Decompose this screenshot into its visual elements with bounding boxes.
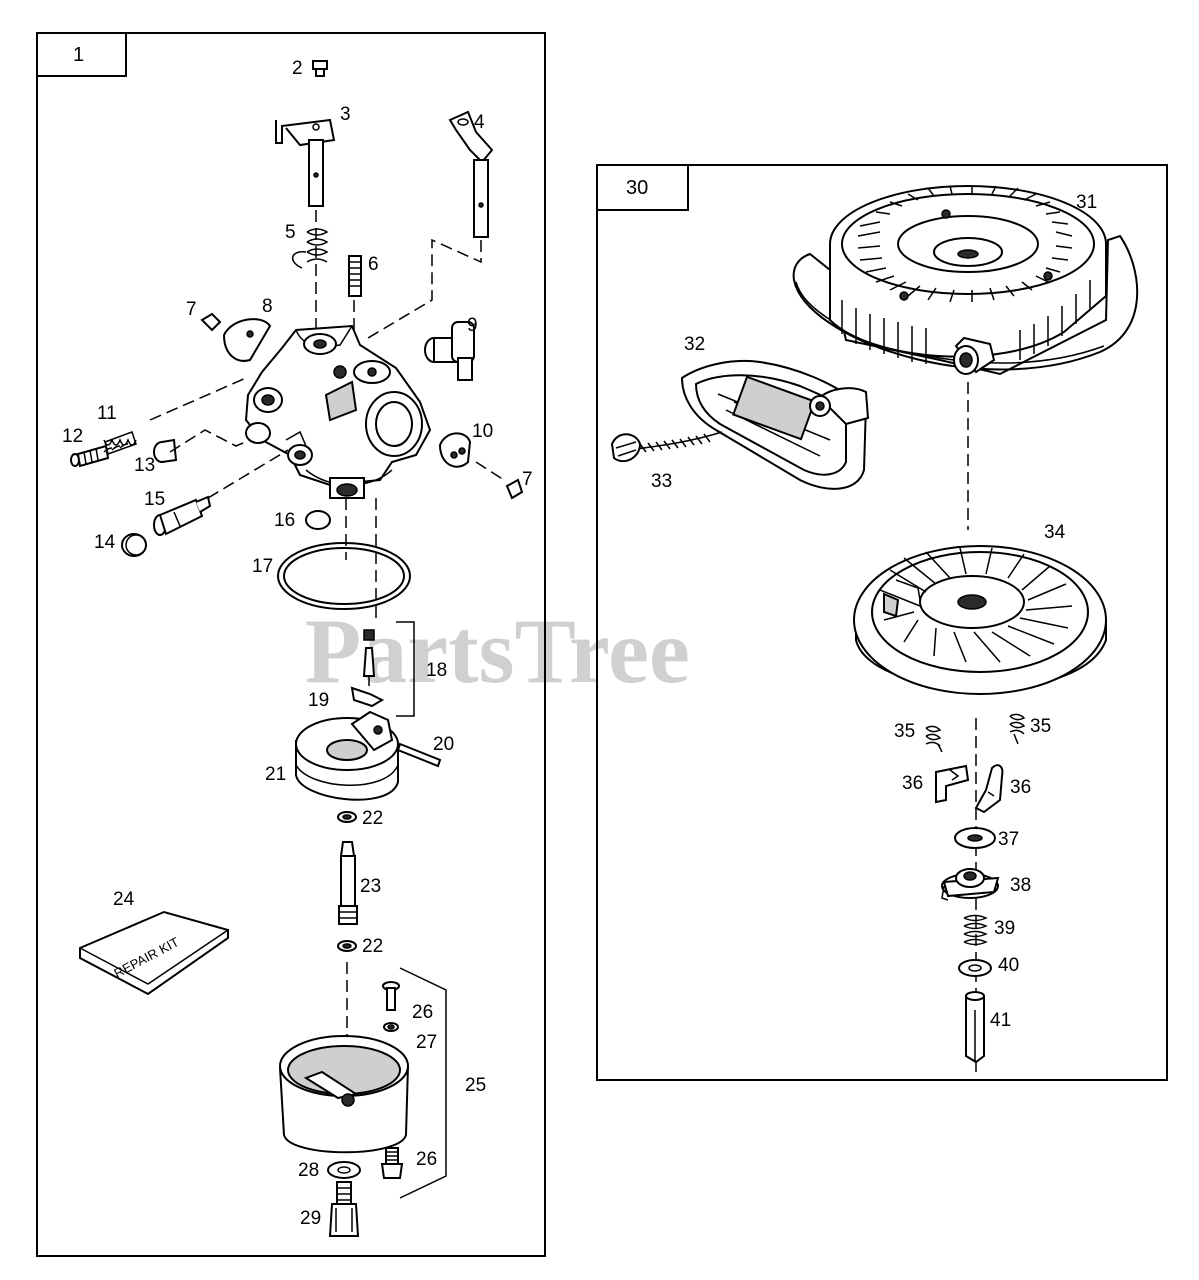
- callout-24: 24: [113, 889, 135, 910]
- part-5-spring: [292, 228, 329, 269]
- callout-3: 3: [340, 104, 351, 125]
- part-35-spring-right: [1009, 713, 1026, 745]
- part-11-spring: [103, 431, 137, 455]
- part-28-washer: [327, 1161, 361, 1179]
- callout-5: 5: [285, 222, 296, 243]
- part-carburetor-body: [244, 324, 432, 499]
- callout-10: 10: [472, 421, 493, 442]
- part-6-idle-screw: [348, 255, 362, 297]
- part-15-inlet-needle: [153, 495, 212, 536]
- callout-16: 16: [274, 510, 295, 531]
- callout-labels: 2 3 4 5 6 7 8 9 10 11 12 13 7 14 15 16 1…: [62, 58, 1097, 1229]
- callout-6: 6: [368, 254, 379, 275]
- callout-25: 25: [465, 1075, 486, 1096]
- group-30-label: 30: [626, 177, 648, 199]
- part-36-pawl-right: [974, 764, 1004, 814]
- callout-31: 31: [1076, 192, 1097, 213]
- part-29-bowl-nut: [328, 1181, 360, 1237]
- part-14-welch-plug: [121, 533, 147, 557]
- callout-21: 21: [265, 764, 286, 785]
- callout-39: 39: [994, 918, 1015, 939]
- callout-4: 4: [474, 112, 485, 133]
- callout-14: 14: [94, 532, 116, 553]
- callout-37: 37: [998, 829, 1019, 850]
- callout-9: 9: [467, 315, 478, 336]
- callout-26-lower: 26: [416, 1149, 437, 1170]
- callout-13: 13: [134, 455, 155, 476]
- callout-12: 12: [62, 426, 83, 447]
- part-2-screw: [312, 60, 328, 77]
- callout-18: 18: [426, 660, 447, 681]
- part-21-float: [295, 710, 399, 801]
- callout-7-lower: 7: [522, 469, 533, 490]
- part-18-bracket: [396, 621, 415, 717]
- part-26-spring-lower: [380, 1147, 404, 1179]
- callout-22-upper: 22: [362, 808, 383, 829]
- part-9-fuel-fitting: [424, 321, 475, 381]
- callout-22-lower: 22: [362, 936, 383, 957]
- part-25-bracket: [399, 967, 447, 1199]
- callout-15: 15: [144, 489, 165, 510]
- part-35-spring-left: [925, 725, 943, 753]
- callout-7-upper: 7: [186, 299, 197, 320]
- part-26-pin-upper: [382, 981, 400, 1011]
- part-4-choke-shaft: [448, 110, 494, 238]
- callout-35-right: 35: [1030, 716, 1051, 737]
- callout-26-upper: 26: [412, 1002, 433, 1023]
- callout-28: 28: [298, 1160, 319, 1181]
- part-37-washer: [954, 827, 996, 849]
- part-19-needle-valve: [350, 629, 385, 708]
- group-1-label-box: [36, 32, 127, 77]
- part-16-seat: [305, 510, 331, 530]
- part-24-repair-kit: REPAIR KIT: [79, 910, 229, 996]
- watermark: PartsTree: [305, 600, 690, 702]
- part-22-washer-lower: [337, 940, 357, 952]
- callout-11: 11: [97, 403, 117, 424]
- callout-41: 41: [990, 1010, 1011, 1031]
- callout-36-right: 36: [1010, 777, 1031, 798]
- part-34-pulley: [853, 545, 1107, 695]
- callout-33: 33: [651, 471, 672, 492]
- part-7-screw-lower: [505, 478, 524, 500]
- group-30-label-box: [596, 164, 689, 211]
- part-10-throttle-plate: [438, 432, 472, 468]
- callout-35-left: 35: [894, 721, 915, 742]
- callout-17: 17: [252, 556, 273, 577]
- group-30-panel: 30: [596, 164, 1168, 1081]
- callout-32: 32: [684, 334, 705, 355]
- part-8-choke-plate: [222, 318, 272, 362]
- group-1-panel: 1: [36, 32, 546, 1257]
- callout-20: 20: [433, 734, 454, 755]
- part-3-throttle-shaft: [275, 118, 336, 207]
- part-12-idle-mixture-screw: [70, 444, 110, 468]
- callout-34: 34: [1044, 522, 1066, 543]
- callout-36-left: 36: [902, 773, 923, 794]
- callout-29: 29: [300, 1208, 321, 1229]
- part-32-starter-handle: [680, 359, 870, 490]
- callout-19: 19: [308, 690, 329, 711]
- callout-8: 8: [262, 296, 273, 317]
- part-27-washer: [383, 1022, 399, 1032]
- part-7-screw-upper: [200, 312, 222, 332]
- callout-2: 2: [292, 58, 303, 79]
- callout-23: 23: [360, 876, 381, 897]
- group-1-label: 1: [73, 44, 84, 66]
- part-13-pin: [153, 438, 178, 463]
- part-36-pawl-left: [935, 764, 970, 804]
- part-17-gasket: [277, 542, 411, 610]
- part-38-retainer: [941, 868, 1000, 901]
- part-41-center-pin: [965, 991, 985, 1064]
- part-40-washer: [958, 959, 992, 977]
- part-22-washer-upper: [337, 811, 357, 823]
- part-23-main-nozzle: [338, 841, 358, 925]
- callout-38: 38: [1010, 875, 1031, 896]
- callout-27: 27: [416, 1032, 437, 1053]
- part-float-bowl: [279, 1035, 409, 1154]
- part-33-rope: [610, 431, 723, 463]
- part-39-brake-spring: [963, 914, 988, 946]
- callout-40: 40: [998, 955, 1019, 976]
- part-31-starter-housing: [792, 185, 1139, 376]
